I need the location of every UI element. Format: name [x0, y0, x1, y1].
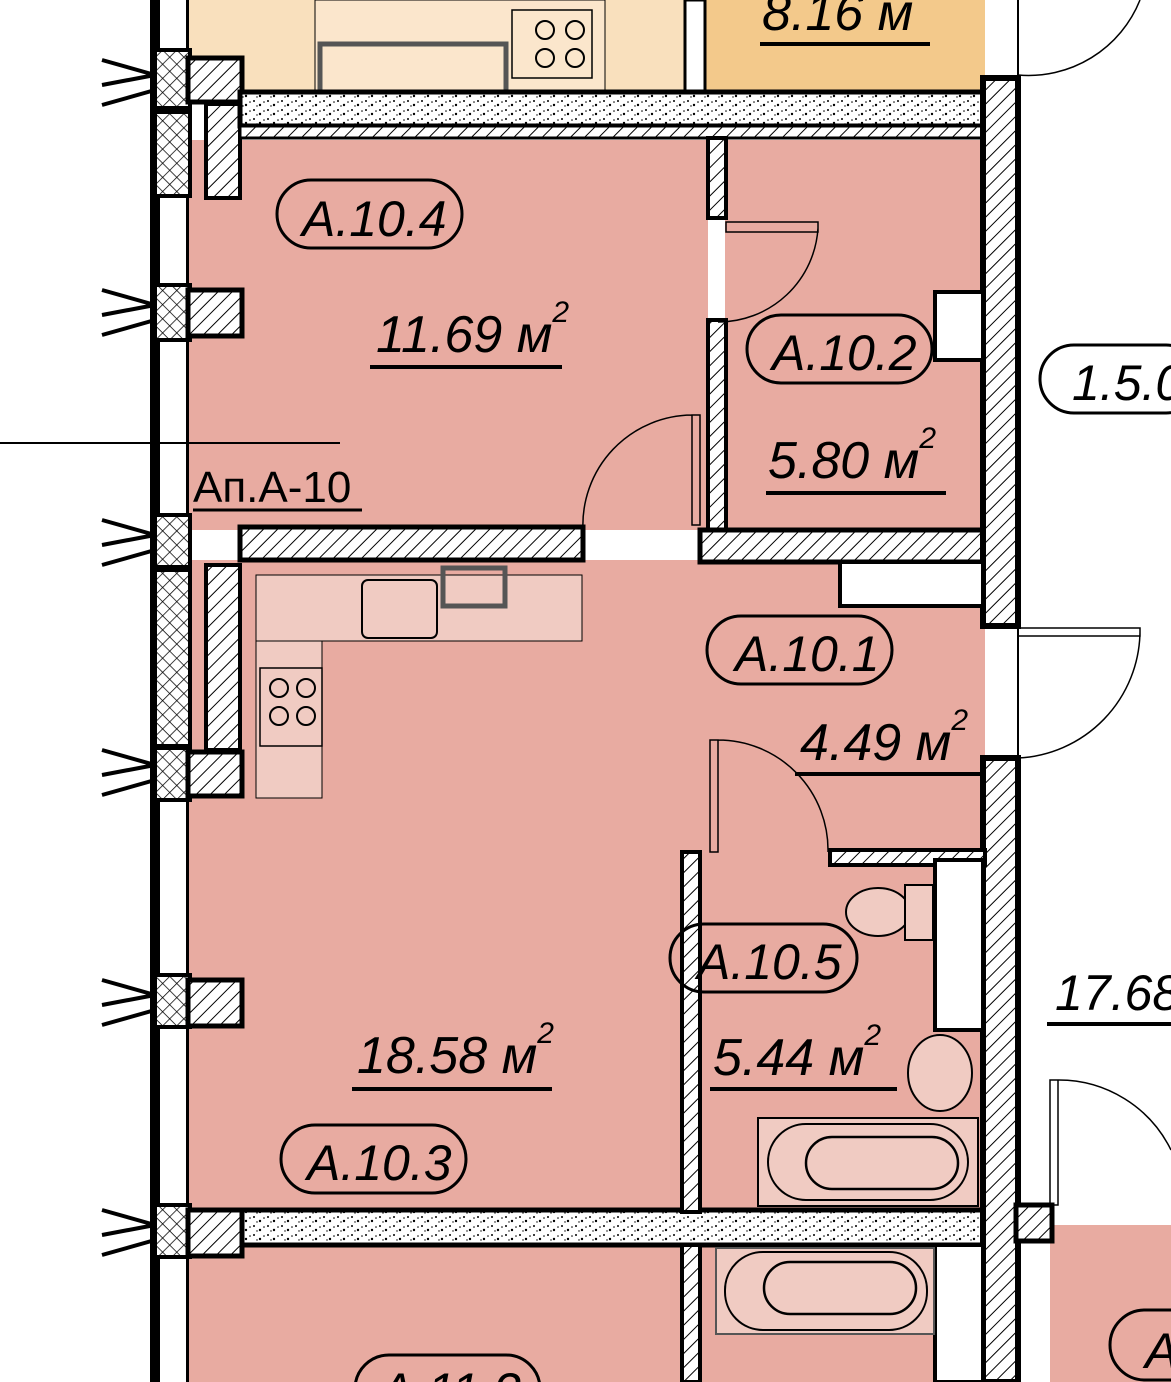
walls [185, 0, 1055, 1382]
room-tag-a-10-5: А.10.5 [694, 934, 842, 990]
right-room-tag: 1.5.0 [1072, 355, 1171, 411]
kitchen-fixtures [255, 565, 583, 799]
bottom-right-tag: А [1142, 1323, 1171, 1379]
top-area-label: 8.16 м [762, 0, 913, 42]
bathtub-icon [757, 1117, 979, 1207]
apartment-label: Ап.А-10 [193, 463, 351, 512]
outer-right-wall [980, 75, 1021, 629]
right-area-label: 17.68 [1055, 965, 1171, 1021]
room-tag-a-10-1: А.10.1 [732, 626, 880, 682]
outer-left-wall [0, 0, 340, 1382]
entrance-door [1017, 627, 1141, 759]
toilet-icon [845, 887, 911, 937]
top-kitchen-fixtures [314, 0, 707, 95]
area-a-10-4: 11.69 м2 [376, 296, 569, 364]
room-tag-a-10-2: А.10.2 [769, 325, 917, 381]
area-a-10-5: 5.44 м2 [713, 1019, 881, 1087]
area-labels: 11.69 м2 5.80 м2 4.49 м2 5.44 м2 18.58 м… [352, 296, 980, 1091]
area-a-10-2: 5.80 м2 [768, 422, 936, 490]
door-a-10-4 [582, 414, 701, 531]
room-a-11-3 [188, 1245, 683, 1382]
stove-icon [259, 667, 323, 747]
area-a-10-3: 18.58 м2 [357, 1017, 554, 1085]
neighbor-labels: 8.16 м 1.5.0 17.68 А.11.3 А [354, 0, 1171, 1382]
sink-icon [361, 579, 438, 639]
bathroom-fixtures [715, 884, 979, 1335]
door-right [1049, 1079, 1171, 1206]
room-tags: А.10.4 А.10.2 А.10.1 А.10.5 А.10.3 [275, 178, 934, 1195]
room-fills [188, 0, 1171, 1382]
bottom-slab [237, 1207, 988, 1248]
bottom-room-tag: А.11.3 [377, 1363, 521, 1382]
window-markers [101, 58, 156, 1257]
top-slab [237, 89, 988, 129]
room-a-10-4 [188, 140, 708, 530]
area-a-10-1: 4.49 м2 [800, 704, 968, 772]
washbasin-icon [907, 1034, 973, 1112]
room-tag-a-10-3: А.10.3 [304, 1135, 452, 1191]
room-tag-a-10-4: А.10.4 [299, 191, 447, 247]
door-a-10-2 [717, 221, 819, 323]
room-a-10-1 [580, 560, 985, 855]
stove-burner-icon [535, 20, 555, 40]
